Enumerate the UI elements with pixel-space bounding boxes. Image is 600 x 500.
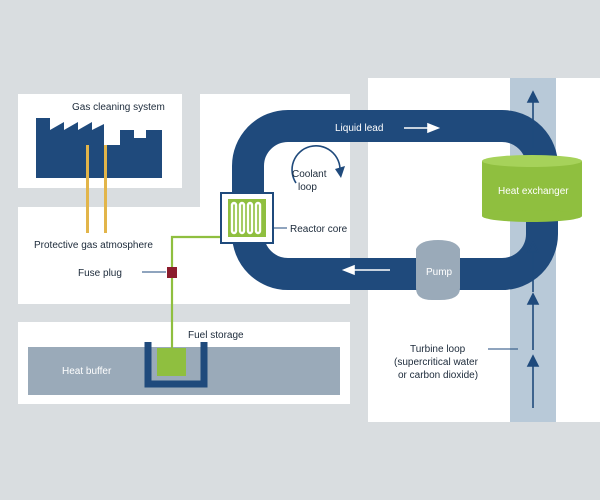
gas-cleaning-label: Gas cleaning system <box>72 102 165 113</box>
circular-arrow-icon <box>291 144 341 184</box>
fuel-line <box>170 235 226 348</box>
turbine-loop-label-1: Turbine loop <box>410 344 466 355</box>
lead-flow-arrow-top <box>404 122 441 134</box>
protective-gas-label: Protective gas atmosphere <box>34 240 153 251</box>
fuse-plug <box>167 267 177 278</box>
arrow-icon <box>526 240 540 253</box>
exhaust-pipe-right <box>104 145 107 233</box>
turbine-loop-label-2: (supercritical water <box>394 357 479 368</box>
arrow-icon <box>341 264 355 276</box>
arrow-icon <box>526 292 540 305</box>
arrow-icon <box>526 354 540 367</box>
fuse-plug-label: Fuse plug <box>78 268 122 279</box>
reactor-core-label: Reactor core <box>290 224 348 235</box>
factory-icon <box>36 118 162 178</box>
arrow-icon <box>526 90 540 103</box>
fuel-storage-content <box>157 348 186 376</box>
turbine-loop-label-3: or carbon dioxide) <box>398 370 478 381</box>
circular-arrow-head <box>335 166 345 178</box>
pump-label: Pump <box>426 267 453 278</box>
lead-flow-arrow-bottom <box>341 264 390 276</box>
heat-buffer-label: Heat buffer <box>62 366 112 377</box>
turbine-flow-arrows <box>526 90 540 408</box>
exhaust-pipe-left <box>86 145 89 233</box>
heat-exchanger-label: Heat exchanger <box>498 186 569 197</box>
pump-icon <box>416 240 460 300</box>
heat-exchanger <box>482 155 582 222</box>
fuel-storage-label: Fuel storage <box>188 330 244 341</box>
fuel-storage-vessel <box>144 342 208 388</box>
coolant-loop-label-1: Coolant <box>292 169 327 180</box>
liquid-lead-label: Liquid lead <box>335 123 383 134</box>
arrow-icon <box>427 122 441 134</box>
reactor-core-icon <box>220 192 274 244</box>
coolant-loop-label-2: loop <box>298 182 317 193</box>
